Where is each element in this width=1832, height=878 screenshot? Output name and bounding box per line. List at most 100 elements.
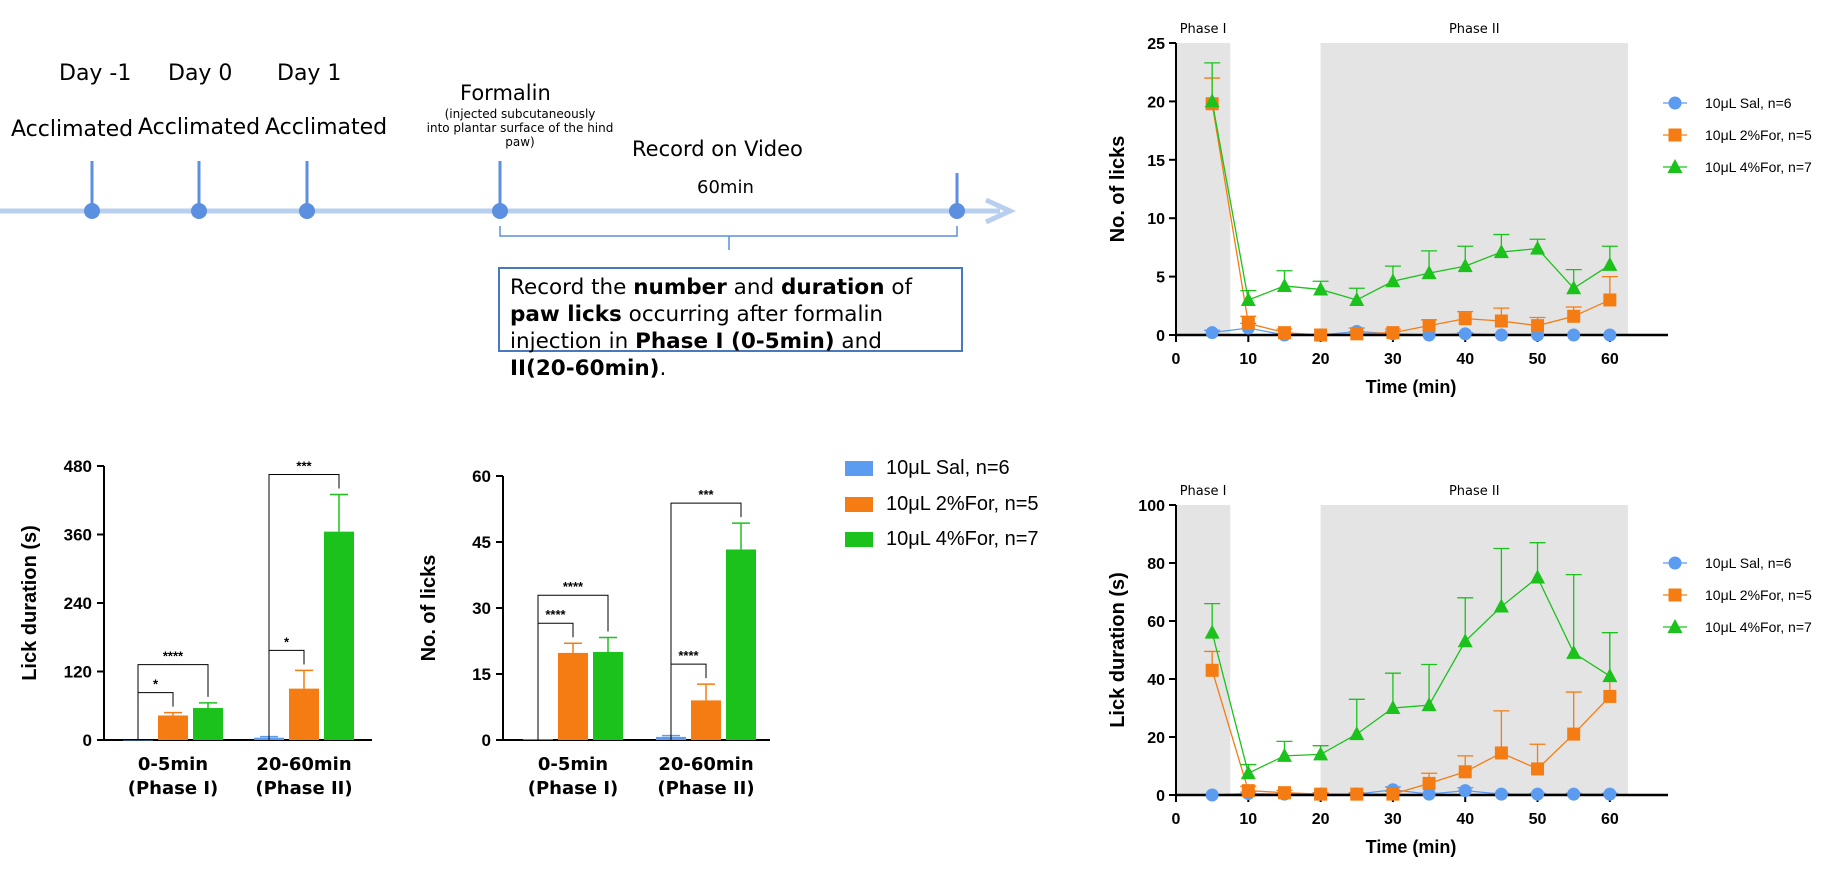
day-sub-1: Acclimated	[11, 117, 134, 142]
point-circle	[1205, 326, 1219, 340]
point-square	[1350, 327, 1364, 341]
day-sub-3: Acclimated	[265, 115, 388, 140]
point-triangle	[1530, 240, 1546, 255]
point-circle	[1458, 784, 1472, 798]
y-tick-label: 40	[1147, 672, 1165, 689]
legend-swatch-4for	[845, 532, 873, 547]
point-circle	[1603, 787, 1617, 801]
phase-background	[1176, 505, 1231, 795]
point-circle	[1531, 787, 1545, 801]
timeline-dot	[299, 203, 315, 219]
point-triangle	[1457, 633, 1473, 648]
timeline-dot	[492, 203, 508, 219]
significance-label: ****	[545, 607, 566, 622]
point-triangle	[1530, 569, 1546, 584]
y-tick-label: 60	[472, 467, 491, 486]
y-tick-label: 100	[1138, 498, 1165, 515]
bar	[593, 652, 623, 740]
category-label: 20-60min	[658, 754, 753, 775]
day-label-3: Day 1	[277, 61, 342, 86]
x-tick-label: 0	[1172, 351, 1181, 368]
x-tick-label: 60	[1601, 811, 1619, 828]
legend-label: 10μL Sal, n=6	[1705, 95, 1792, 111]
formalin-note: (injected subcutaneously into plantar su…	[426, 107, 614, 149]
point-triangle	[1385, 273, 1401, 288]
point-circle	[1205, 788, 1219, 802]
day-label-1: Day -1	[59, 61, 132, 86]
y-tick-label: 45	[472, 533, 491, 552]
significance-label: ****	[163, 649, 184, 664]
x-tick-label: 20	[1312, 811, 1330, 828]
point-square	[1531, 762, 1545, 776]
point-square	[1494, 314, 1508, 328]
phase-background	[1320, 43, 1628, 335]
point-square	[1668, 588, 1682, 602]
bar	[193, 708, 223, 740]
y-tick-label: 0	[1156, 328, 1165, 345]
timeline-dot	[191, 203, 207, 219]
point-triangle	[1421, 265, 1437, 280]
x-tick-label: 0	[1172, 811, 1181, 828]
legend-label-2for: 10μL 2%For, n=5	[886, 493, 1039, 515]
point-square	[1422, 776, 1436, 790]
category-sublabel: (Phase II)	[657, 778, 754, 799]
point-square	[1668, 128, 1682, 142]
record-note-box: Record the number and duration of paw li…	[498, 267, 963, 381]
category-sublabel: (Phase I)	[528, 778, 619, 799]
y-tick-label: 0	[83, 731, 92, 750]
x-tick-label: 50	[1529, 811, 1547, 828]
timeline-arrowhead	[984, 197, 1017, 225]
point-triangle	[1204, 624, 1220, 639]
point-circle	[1668, 556, 1682, 570]
timeline-bracket	[499, 226, 958, 250]
point-square	[1350, 787, 1364, 801]
category-label: 0-5min	[138, 754, 208, 775]
y-tick-label: 0	[1156, 788, 1165, 805]
phase-label: Phase I	[1180, 484, 1227, 499]
y-axis-label: Lick duration (s)	[19, 525, 41, 681]
y-axis-label: No. of licks	[418, 555, 440, 662]
point-square	[1277, 326, 1291, 340]
phase-background	[1176, 43, 1231, 335]
phase-label: Phase II	[1449, 484, 1500, 499]
significance-label: ***	[296, 459, 312, 474]
bar	[726, 549, 756, 740]
significance-bracket	[537, 594, 609, 740]
point-circle	[1458, 327, 1472, 341]
timeline-dot	[84, 203, 100, 219]
point-square	[1458, 312, 1472, 326]
y-tick-label: 5	[1156, 270, 1165, 287]
y-tick-label: 10	[1147, 211, 1165, 228]
bar	[324, 531, 354, 740]
y-tick-label: 25	[1147, 36, 1165, 53]
x-axis-label: Time (min)	[1366, 377, 1457, 397]
point-circle	[1567, 328, 1581, 342]
phase-label: Phase I	[1180, 22, 1227, 37]
record-label: Record on Video	[632, 137, 803, 161]
x-tick-label: 10	[1239, 351, 1257, 368]
point-triangle	[1240, 765, 1256, 780]
day-sub-2: Acclimated	[138, 115, 261, 140]
legend-label: 10μL 2%For, n=5	[1705, 587, 1812, 603]
y-tick-label: 480	[64, 457, 92, 476]
y-tick-label: 30	[472, 599, 491, 618]
phase-label: Phase II	[1449, 22, 1500, 37]
point-square	[1458, 765, 1472, 779]
point-square	[1241, 784, 1255, 798]
legend-label: 10μL 4%For, n=7	[1705, 619, 1812, 635]
point-triangle	[1493, 244, 1509, 259]
bar	[691, 700, 721, 740]
point-square	[1277, 786, 1291, 800]
y-tick-label: 15	[472, 665, 491, 684]
point-triangle	[1493, 598, 1509, 613]
significance-bracket	[670, 502, 742, 740]
day-label-2: Day 0	[168, 61, 233, 86]
x-tick-label: 30	[1384, 351, 1402, 368]
formalin-title: Formalin	[460, 81, 551, 105]
y-tick-label: 80	[1147, 556, 1165, 573]
point-triangle	[1313, 281, 1329, 296]
point-triangle	[1313, 746, 1329, 761]
